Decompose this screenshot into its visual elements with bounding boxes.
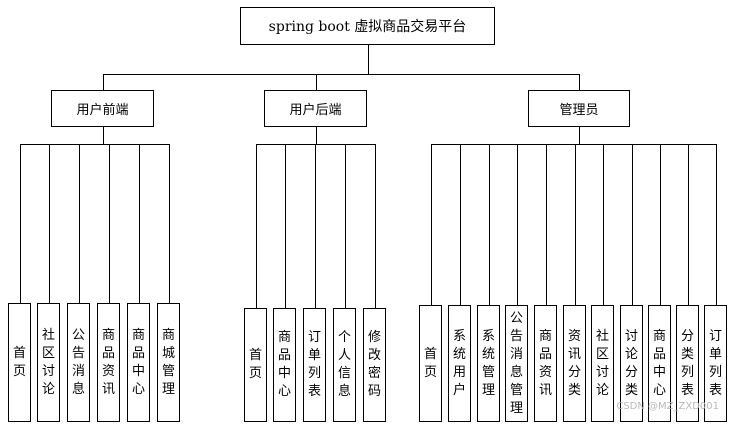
leaf-node-label: 系统管理 [481,328,495,398]
leaf-node-label: 公告消息管理 [509,310,523,416]
leaf-node-label: 资讯分类 [567,328,581,398]
leaf-node: 个人信息 [333,308,356,422]
leaf-node-label: 商城管理 [161,327,175,397]
leaf-node: 系统管理 [477,305,500,422]
leaf-node: 公告消息管理 [505,305,528,422]
category-label-admin: 管理员 [559,103,599,118]
leaf-node: 商品资讯 [534,305,557,422]
leaf-node: 首页 [419,305,442,422]
leaf-node-label: 商品资讯 [538,328,552,398]
leaf-node: 商品资讯 [97,303,120,422]
leaf-node: 分类列表 [676,305,699,422]
leaf-node-label: 订单列表 [708,328,722,398]
leaf-node: 首页 [8,303,31,422]
leaf-node: 商品中心 [273,308,296,422]
category-node-backend: 用户后端 [264,90,367,127]
leaf-node: 首页 [244,308,267,422]
leaf-node-label: 商品中心 [131,327,145,397]
leaf-node: 订单列表 [704,305,727,422]
leaf-node-label: 首页 [248,348,262,381]
leaf-node-label: 订单列表 [307,330,321,399]
leaf-node: 讨论分类 [620,305,643,422]
leaf-node: 公告消息 [67,303,90,422]
leaf-node-label: 首页 [12,345,26,379]
leaf-node: 系统用户 [448,305,471,422]
leaf-node-label: 公告消息 [71,327,85,397]
leaf-node-label: 讨论分类 [624,328,638,398]
leaf-node-label: 商品中心 [277,330,291,399]
leaf-node: 修改密码 [363,308,386,422]
category-label-frontend: 用户前端 [76,103,129,118]
category-node-frontend: 用户前端 [51,90,154,127]
leaf-node-label: 分类列表 [680,328,694,398]
category-node-admin: 管理员 [528,90,630,127]
leaf-node: 商品中心 [648,305,671,422]
leaf-node-label: 商品中心 [652,328,666,398]
leaf-node-label: 个人信息 [337,330,351,399]
leaf-node-label: 系统用户 [452,328,466,398]
leaf-node: 商城管理 [157,303,180,422]
leaf-node: 商品中心 [127,303,150,422]
root-node-label: spring boot 虚拟商品交易平台 [268,19,467,35]
leaf-node: 订单列表 [303,308,326,422]
leaf-node: 资讯分类 [563,305,586,422]
leaf-node-label: 修改密码 [367,330,381,399]
leaf-node: 社区讨论 [37,303,60,422]
leaf-node-label: 社区讨论 [41,327,55,397]
watermark: CSDN @MZ_ZXD001 [616,401,719,412]
root-node: spring boot 虚拟商品交易平台 [240,7,495,45]
leaf-node-label: 商品资讯 [101,327,115,397]
leaf-node-label: 首页 [423,346,437,380]
leaf-node-label: 社区讨论 [595,328,609,398]
leaf-node: 社区讨论 [591,305,614,422]
category-label-backend: 用户后端 [289,103,342,118]
